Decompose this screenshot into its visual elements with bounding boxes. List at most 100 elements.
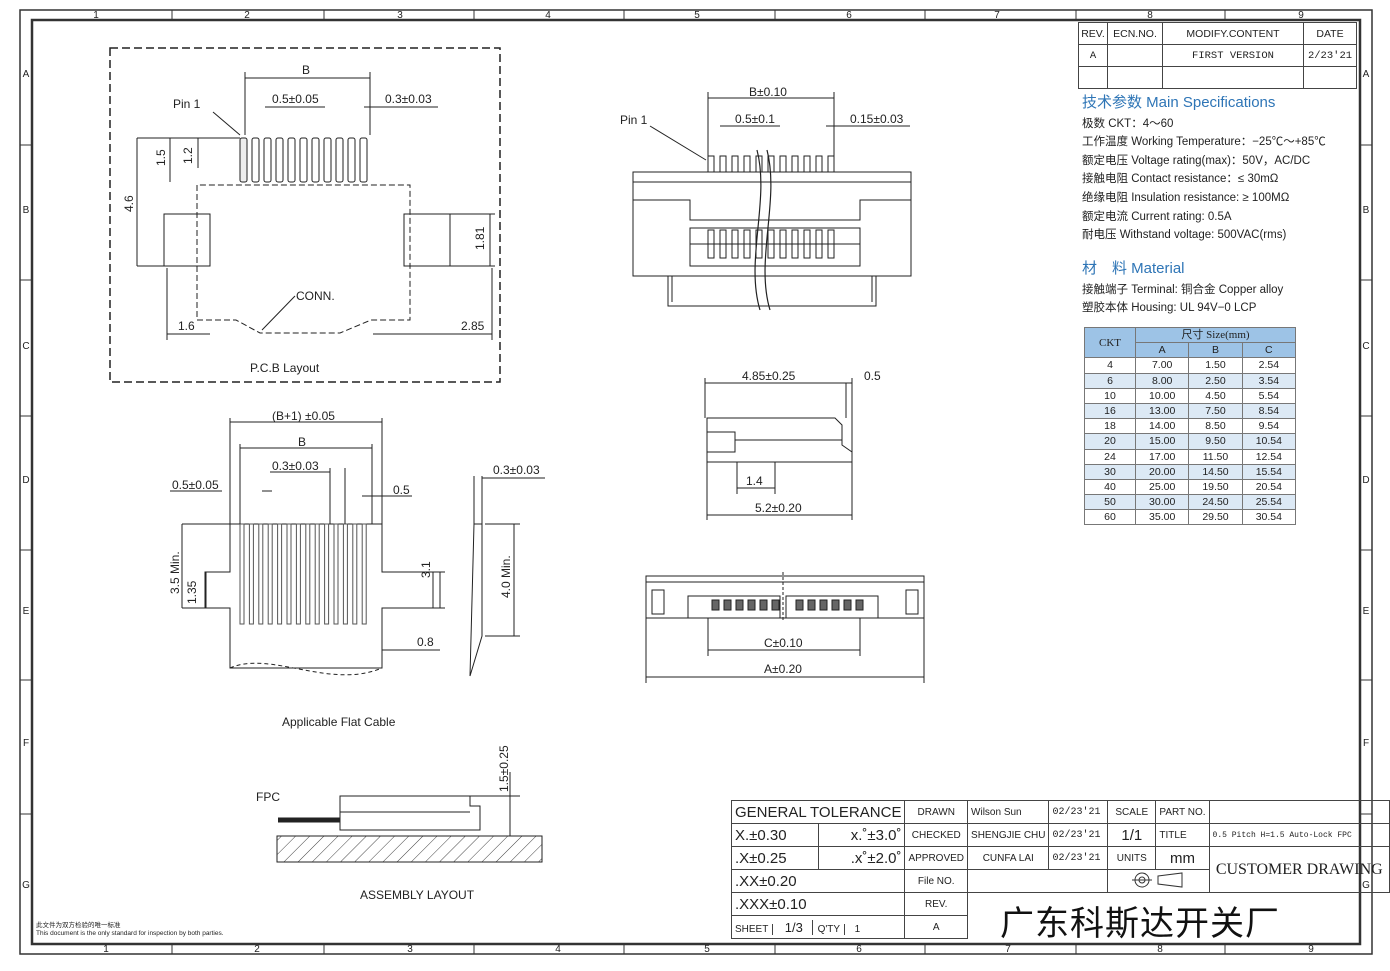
zone-col-label: 7 (994, 10, 1000, 21)
units-value: mm (1155, 846, 1210, 870)
tol-xxxx: .XXX±0.10 (730, 892, 906, 916)
dim-1-5: 1.5 (154, 149, 168, 166)
col-c-header: C (1241, 342, 1297, 359)
connector-pin (707, 155, 715, 173)
connector-pin (827, 155, 835, 173)
projection-icon (1132, 871, 1183, 888)
inspection-note: 此文件为双方检验的唯一标准 This document is the only … (36, 922, 224, 938)
dim-1-5-assembly: 1.5±0.25 (497, 745, 511, 792)
pcb-pad (323, 137, 332, 183)
ckt-cell: 24 (1084, 448, 1136, 465)
contact (803, 229, 811, 259)
zone-row-label: D (1362, 475, 1369, 486)
dim-1-6: 1.6 (178, 319, 195, 333)
size-cell: 11.50 (1188, 448, 1243, 465)
dim-pitch-front: 0.5±0.1 (735, 112, 775, 126)
dim-a: A±0.20 (764, 662, 802, 676)
size-header: 尺寸 Size(mm) (1135, 326, 1296, 344)
dim-1-35: 1.35 (185, 580, 199, 604)
contact (755, 229, 763, 259)
note-en: This document is the only standard for i… (36, 930, 224, 937)
pcb-layout-labels: B 0.5±0.05 0.3±0.03 Pin 1 1.5 1.2 4.6 1.… (122, 63, 487, 375)
ckt-cell: 18 (1084, 418, 1136, 435)
bottom-view-labels: C±0.10 A±0.20 (764, 636, 803, 676)
size-cell: 10.00 (1134, 387, 1190, 404)
spec-line: 接触电阻 Contact resistance：≤ 30mΩ (1082, 173, 1279, 186)
bottom-pin (723, 599, 732, 611)
size-cell: 9.50 (1188, 433, 1243, 450)
checked-name: SHENGJIE CHU (967, 823, 1050, 847)
pin1-label-front: Pin 1 (620, 113, 648, 127)
drawn-name: Wilson Sun (967, 800, 1050, 824)
drawn-label: DRAWN (904, 800, 969, 824)
dim-pitch: 0.5±0.05 (272, 92, 319, 106)
pcb-layout-view (109, 47, 501, 383)
dim-pitch-cable: 0.5±0.05 (172, 478, 219, 492)
qty-label: Q'TY (816, 923, 845, 935)
cable-conductor (314, 523, 320, 625)
zone-row-label: B (1363, 205, 1370, 216)
zone-row-label: A (23, 69, 30, 80)
connector-pin (779, 155, 787, 173)
cable-conductor (352, 523, 358, 625)
zone-row-label: E (23, 606, 30, 617)
tol-xx: .X±0.25 (730, 846, 820, 870)
contact (707, 229, 715, 259)
dim-0-5: 0.5 (864, 369, 881, 383)
dim-0-8: 0.8 (417, 635, 434, 649)
zone-row-label: C (22, 341, 29, 352)
cable-conductor (305, 523, 311, 625)
zone-col-label: 2 (244, 10, 250, 21)
connector-pin (755, 155, 763, 173)
connector-pin (719, 155, 727, 173)
zone-row-label: E (1363, 606, 1370, 617)
connector-pin (731, 155, 739, 173)
size-cell: 19.50 (1188, 478, 1243, 496)
ckt-cell: 30 (1084, 463, 1136, 480)
connector-pin (767, 155, 775, 173)
cable-conductor (286, 523, 292, 625)
checked-date: 02/23'21 (1048, 823, 1109, 847)
part-label: PART NO. (1155, 800, 1210, 824)
cable-conductor (333, 523, 339, 625)
contact (779, 229, 787, 259)
zone-col-label: 3 (407, 944, 413, 955)
ckt-cell: 50 (1084, 494, 1136, 511)
size-cell: 2.54 (1241, 357, 1297, 374)
pcb-pad (311, 137, 320, 183)
inner-frame (30, 18, 1362, 946)
zone-col-label: 2 (254, 944, 260, 955)
cable-conductor (342, 523, 348, 625)
drawn-date: 02/23'21 (1048, 800, 1109, 824)
size-cell: 14.50 (1188, 463, 1243, 480)
conn-label: CONN. (296, 289, 335, 303)
size-cell: 25.54 (1241, 494, 1297, 511)
cable-conductor (324, 523, 330, 625)
title-block: GENERAL TOLERANCE DRAWN Wilson Sun 02/23… (730, 800, 1390, 939)
ckt-cell: 4 (1084, 357, 1136, 374)
dim-width: 0.3±0.03 (385, 92, 432, 106)
size-cell: 5.54 (1241, 387, 1297, 404)
pcb-pad (275, 137, 284, 183)
contact (743, 229, 751, 259)
assembly-labels: FPC 1.5±0.25 ASSEMBLY LAYOUT (256, 745, 511, 902)
dim-cable-thickness: 0.3±0.03 (493, 463, 540, 477)
dim-width-front: 0.15±0.03 (850, 112, 904, 126)
title-label: TITLE (1155, 823, 1210, 847)
pcb-pad (347, 137, 356, 183)
zone-col-label: 7 (1005, 944, 1011, 955)
zone-row-label: A (1363, 69, 1370, 80)
tol-xxx: .XX±0.20 (730, 869, 906, 893)
size-cell: 3.54 (1241, 372, 1297, 389)
connector-bottom-view (645, 572, 925, 683)
size-cell: 20.54 (1241, 478, 1297, 496)
material-title: 材 料 Material (1082, 260, 1185, 277)
zone-col-label: 6 (846, 10, 852, 21)
dim-b-cable: B (298, 435, 306, 449)
